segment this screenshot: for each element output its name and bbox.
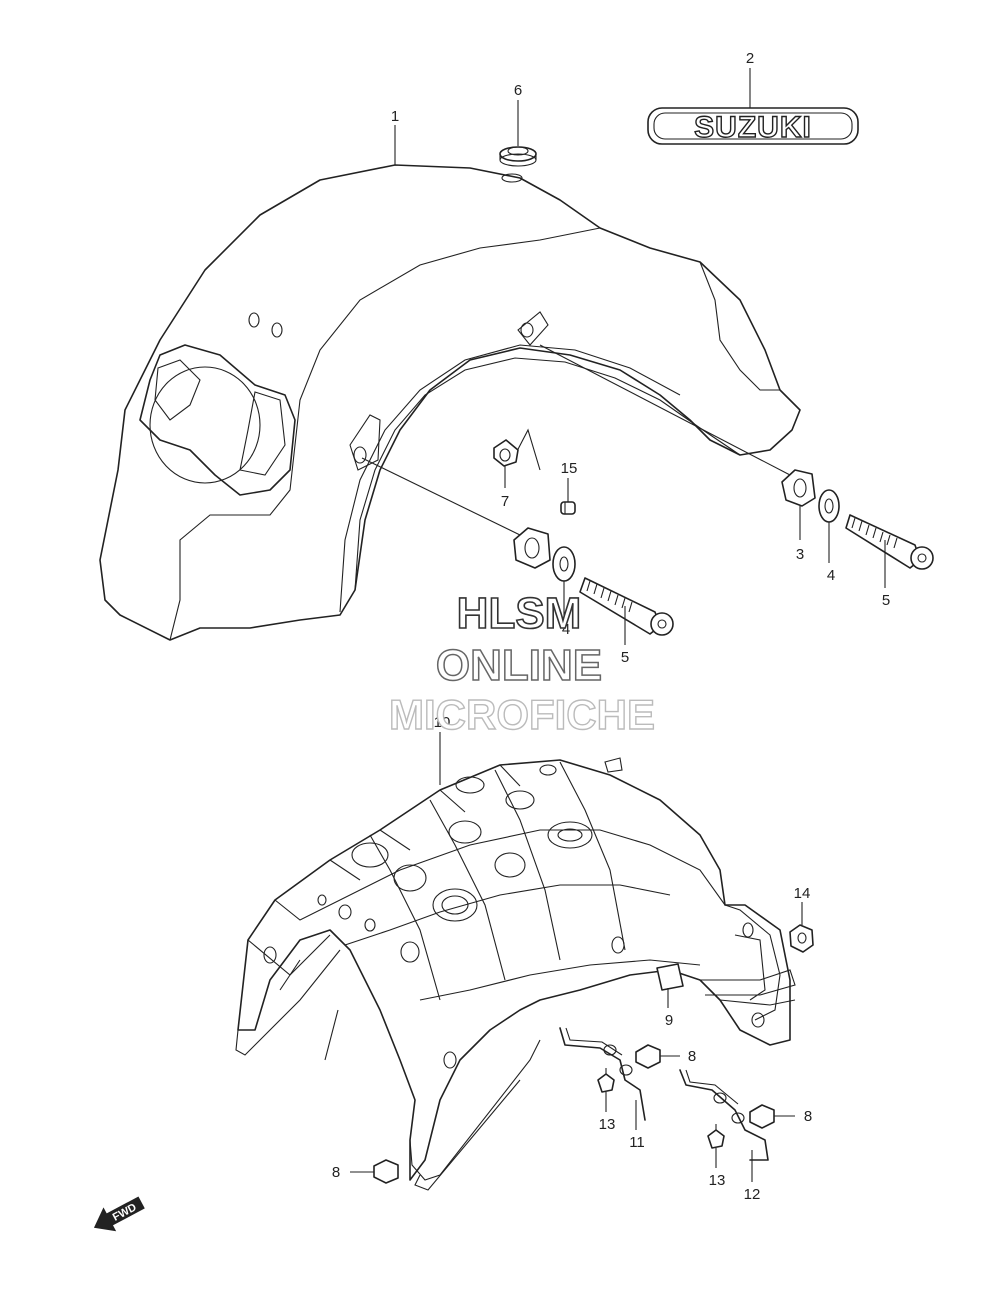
inner-fender	[235, 757, 796, 1191]
watermark-line-1: HLSM	[457, 589, 582, 638]
callout-2: 2	[746, 50, 754, 67]
callout-10: 10	[434, 714, 451, 731]
cushion-8-lower	[373, 1159, 399, 1184]
callout-11: 11	[629, 1134, 645, 1151]
callout-9: 9	[665, 1012, 673, 1029]
screw-13-right	[707, 1124, 725, 1149]
callout-6: 6	[514, 82, 522, 99]
watermark: HLSM ONLINE MICROFICHE	[388, 588, 655, 739]
callout-3: 3	[796, 546, 804, 563]
callout-labels: 1 2 3 4 4 5 5 6 7 8 8 8 9 10 11 12 13 13…	[332, 50, 890, 1203]
forward-arrow-icon: FWD	[93, 1196, 145, 1232]
cushion	[493, 439, 519, 467]
watermark-line-2: ONLINE	[436, 641, 602, 690]
grommet	[499, 146, 537, 167]
callout-13-left: 13	[599, 1116, 616, 1133]
callout-5-right: 5	[882, 592, 890, 609]
rear-fender	[99, 164, 801, 641]
callout-1: 1	[391, 108, 399, 125]
callout-8-lower: 8	[332, 1164, 340, 1181]
caution-label	[656, 963, 684, 991]
callout-8-right: 8	[804, 1108, 812, 1125]
callout-13-right: 13	[709, 1172, 726, 1189]
leader-lines	[350, 68, 886, 1182]
callout-7: 7	[501, 493, 509, 510]
right-mount-hardware	[539, 344, 934, 570]
callout-5-left: 5	[621, 649, 629, 666]
emblem-text: SUZUKI	[694, 111, 812, 144]
callout-8-upper: 8	[688, 1048, 696, 1065]
left-mount-hardware	[361, 457, 674, 636]
nut-14	[789, 924, 814, 953]
callout-14: 14	[794, 885, 811, 902]
small-nut	[560, 501, 576, 515]
fwd-label: FWD	[111, 1201, 139, 1223]
callout-4-right: 4	[827, 567, 835, 584]
cushion-8-right	[749, 1104, 775, 1129]
callout-12: 12	[744, 1186, 761, 1203]
cushion-8-upper	[635, 1044, 661, 1069]
callout-4-left: 4	[562, 621, 570, 638]
bracket-11	[559, 1027, 646, 1121]
screw-13-left	[597, 1068, 615, 1093]
bracket-12	[679, 1069, 769, 1161]
suzuki-emblem: SUZUKI	[647, 107, 859, 145]
callout-15: 15	[561, 460, 578, 477]
watermark-line-3: MICROFICHE	[389, 691, 655, 738]
